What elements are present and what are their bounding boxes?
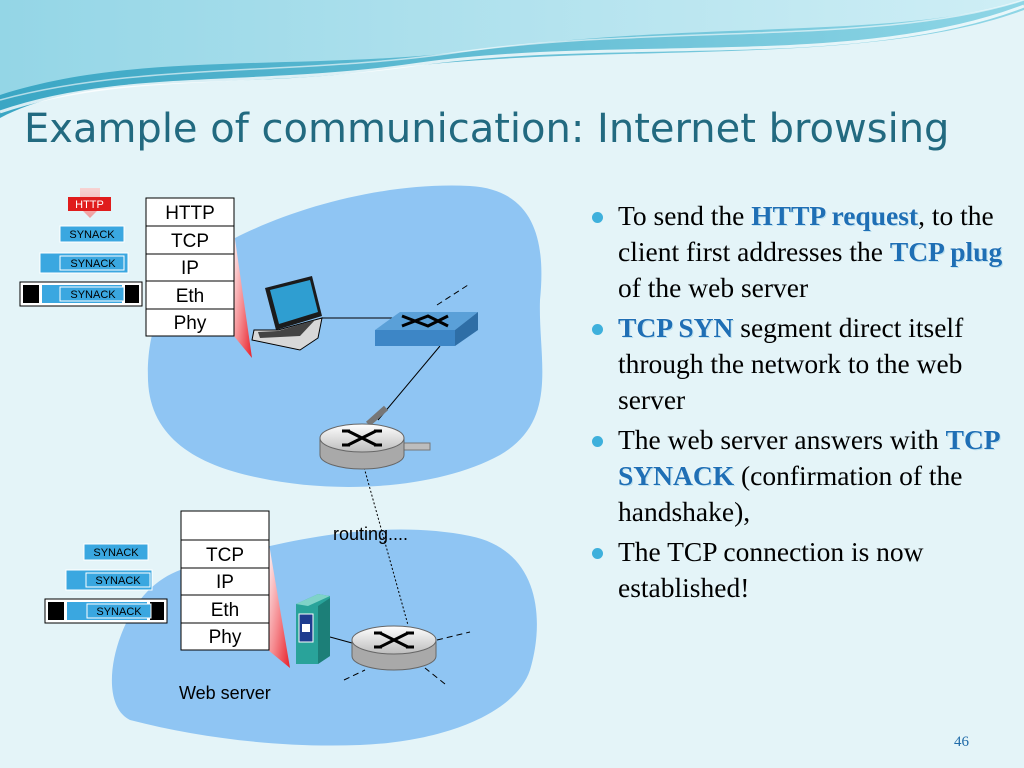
client-layer-tcp: TCP (171, 231, 209, 252)
bullet-text: The web server answers with (618, 424, 946, 455)
bullet-text: To send the (618, 200, 752, 231)
client-layer-http: HTTP (165, 203, 215, 224)
server-packets: SYNACK SYNACK SYNACK (44, 543, 168, 624)
client-eth-label: SYNACK (70, 289, 116, 301)
highlighted-term: TCP plug (889, 236, 1003, 267)
server-eth-label: SYNACK (96, 606, 142, 618)
server-stack-wedge (268, 538, 290, 668)
server-tcp-packet: SYNACK (83, 543, 149, 561)
client-http-label: HTTP (75, 199, 104, 211)
switch-icon (375, 312, 478, 346)
client-http-packet: HTTP (68, 197, 111, 211)
router-icon (351, 625, 437, 671)
server-layer-eth: Eth (211, 600, 240, 621)
highlighted-term: TCP SYN (618, 312, 734, 343)
bullet-list: To send the HTTP request, to the client … (590, 198, 1010, 610)
client-tcp-label: SYNACK (69, 229, 115, 241)
network-links (322, 284, 471, 685)
server-tower-icon (296, 594, 330, 664)
routing-label: routing.... (333, 524, 408, 544)
bullet-dot-icon (592, 324, 603, 335)
bullet-dot-icon (592, 548, 603, 559)
bullet-item: The TCP connection is now established! (590, 534, 1010, 606)
client-stack-wedge (233, 225, 252, 358)
client-network-cloud (147, 185, 543, 487)
bullet-text: segment direct itself through the networ… (618, 312, 964, 415)
laptop-icon (251, 276, 323, 351)
slide-title: Example of communication: Internet brows… (24, 106, 950, 152)
web-server-label: Web server (179, 683, 271, 703)
server-protocol-stack: TCP IP Eth Phy (180, 510, 270, 651)
server-layer-phy: Phy (209, 627, 242, 648)
client-tcp-packet: SYNACK (59, 225, 125, 243)
bullet-item: TCP SYN segment direct itself through th… (590, 310, 1010, 418)
router-icon (319, 405, 431, 470)
server-layer-tcp: TCP (206, 545, 244, 566)
client-ip-label: SYNACK (70, 258, 116, 270)
bullet-item: The web server answers with TCP SYNACK (… (590, 422, 1010, 530)
client-layer-ip: IP (181, 258, 199, 279)
client-protocol-stack: HTTP TCP IP Eth Phy (145, 197, 235, 337)
server-layer-ip: IP (216, 572, 234, 593)
client-eth-packet: SYNACK (19, 281, 143, 307)
client-layer-phy: Phy (174, 313, 207, 334)
bullet-dot-icon (592, 436, 603, 447)
bullet-item: To send the HTTP request, to the client … (590, 198, 1010, 306)
bullet-dot-icon (592, 212, 603, 223)
header-waves (0, 0, 1024, 118)
highlighted-term: TCP SYNACK (618, 424, 1000, 491)
bullet-text: The TCP connection is now established! (618, 536, 924, 603)
server-tcp-label: SYNACK (93, 547, 139, 559)
bullet-text: of the web server (618, 272, 809, 303)
server-eth-packet: SYNACK (44, 598, 168, 624)
highlighted-term: HTTP request (751, 200, 919, 231)
server-ip-packet: SYNACK (65, 569, 153, 591)
client-ip-packet: SYNACK (39, 252, 129, 274)
client-layer-eth: Eth (176, 286, 205, 307)
server-ip-label: SYNACK (95, 575, 141, 587)
bullet-text: , to the client first addresses the (618, 200, 994, 267)
page-number: 46 (954, 734, 969, 750)
client-packets: HTTP SYNACK SYNACK SYNACK (19, 188, 143, 307)
bullet-text: (confirmation of the handshake), (618, 460, 963, 527)
